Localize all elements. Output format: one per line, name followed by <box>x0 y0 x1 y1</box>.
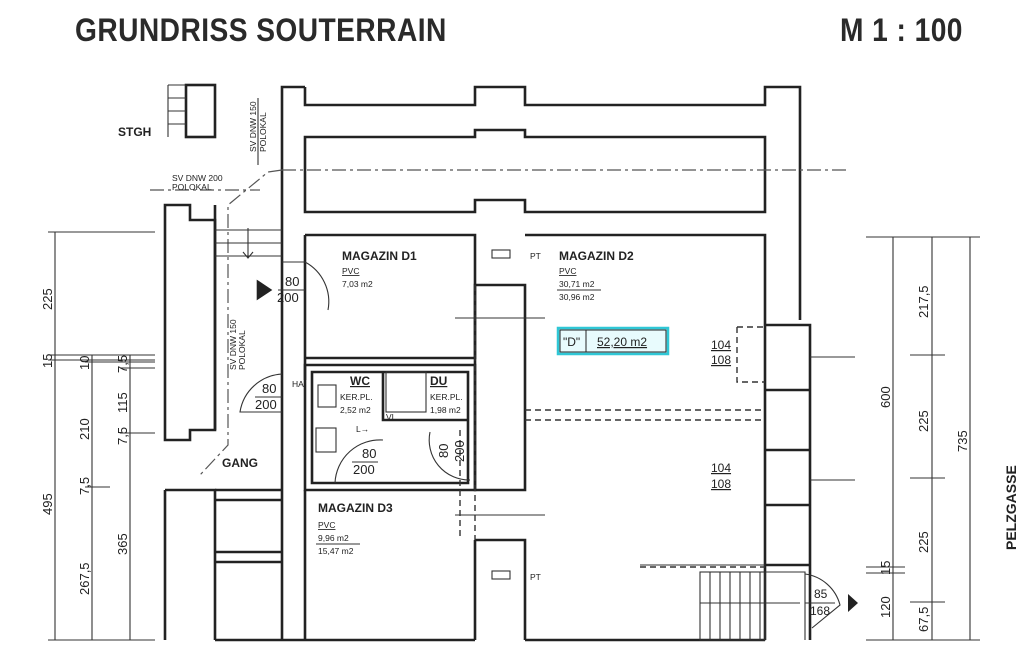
entry-stair <box>699 571 841 641</box>
plan-scale: M 1 : 100 <box>840 12 963 48</box>
street-label: PELZGASSE <box>1003 465 1019 550</box>
pipe-label-1b: POLOKAL <box>172 182 212 192</box>
label-ha: HA <box>292 379 304 389</box>
door-gang-height: 200 <box>255 397 277 412</box>
door-entry-width: 85 <box>814 587 828 601</box>
dim-right-735: 735 <box>955 430 970 452</box>
dim-right-67-5: 67,5 <box>916 607 931 632</box>
room-d1-name: MAGAZIN D1 <box>342 249 417 263</box>
door-gang[interactable]: 80 200 <box>239 373 283 413</box>
dim-left-7-5: 7,5 <box>77 477 92 495</box>
room-d3: MAGAZIN D3 PVC 9,96 m2 15,47 m2 <box>316 501 393 556</box>
plan-title: GRUNDRISS SOUTERRAIN <box>75 12 447 48</box>
room-d3-name: MAGAZIN D3 <box>318 501 393 515</box>
stair-arrow-icon <box>242 228 254 259</box>
label-vl: VL <box>386 412 397 422</box>
pipe-label-3b: POLOKAL <box>237 330 247 370</box>
label-l-arrow: L→ <box>356 424 369 434</box>
door-d1[interactable]: 80 200 <box>256 261 330 311</box>
label-stgh: STGH <box>118 125 151 139</box>
dim-left-225: 225 <box>40 288 55 310</box>
pipe-label-2: SV DNW 150 <box>248 101 258 152</box>
dim-right-120: 120 <box>878 596 893 618</box>
room-d2-area2: 30,96 m2 <box>559 292 595 302</box>
room-d1-area: 7,03 m2 <box>342 279 373 289</box>
room-d1-floor: PVC <box>342 266 359 276</box>
door-d3[interactable]: 80 200 <box>334 439 384 484</box>
room-wc-area: 2,52 m2 <box>340 405 371 415</box>
dim-left-15: 15 <box>40 354 55 368</box>
door-du-width: 80 <box>436 444 451 458</box>
window-1-width: 104 <box>711 338 731 352</box>
room-wc-name: WC <box>350 374 370 388</box>
stair-stgh <box>167 83 217 139</box>
room-du: DU KER.PL. 1,98 m2 <box>385 371 463 415</box>
window-2-height: 108 <box>711 477 731 491</box>
dim-left-495: 495 <box>40 493 55 515</box>
label-pt-bottom: PT <box>530 572 541 582</box>
dim-right-225-a: 225 <box>916 410 931 432</box>
room-d2-area: 30,71 m2 <box>559 279 595 289</box>
dim-right-225-b: 225 <box>916 531 931 553</box>
room-d3-area2: 15,47 m2 <box>318 546 354 556</box>
pipe-label-2b: POLOKAL <box>258 112 268 152</box>
label-gang: GANG <box>222 456 258 470</box>
room-du-name: DU <box>430 374 447 388</box>
dimensions-right: 600 15 120 217,5 225 225 67,5 735 <box>866 236 980 641</box>
dim-left-7-5-b: 7,5 <box>115 427 130 445</box>
label-pt-top: PT <box>530 251 541 261</box>
door-d3-width: 80 <box>362 446 376 461</box>
unit-area-box: "D" 52,20 m2 <box>556 326 670 356</box>
unit-area: 52,20 m2 <box>597 335 647 349</box>
room-d2: MAGAZIN D2 PVC 30,71 m2 30,96 m2 <box>557 249 634 302</box>
door-du-height: 200 <box>452 440 467 462</box>
dim-left-115: 115 <box>115 392 130 413</box>
door-du[interactable]: 80 200 <box>428 431 471 481</box>
room-wc-floor: KER.PL. <box>340 392 373 402</box>
dim-right-217-5: 217,5 <box>916 285 931 318</box>
pipe-line <box>199 169 850 476</box>
dim-left-7-5-a: 7,5 <box>115 355 130 373</box>
pipe-label-1: SV DNW 200 <box>172 173 223 183</box>
room-d1: MAGAZIN D1 PVC 7,03 m2 <box>342 249 417 289</box>
room-d2-floor: PVC <box>559 266 576 276</box>
room-wc: WC KER.PL. 2,52 m2 <box>315 374 373 453</box>
room-du-floor: KER.PL. <box>430 392 463 402</box>
door-gang-width: 80 <box>262 381 276 396</box>
unit-label: "D" <box>563 335 580 349</box>
room-d3-floor: PVC <box>318 520 335 530</box>
dimensions-left: 225 15 495 10 210 7,5 267,5 7,5 115 7,5 … <box>40 231 155 641</box>
door-d1-height: 200 <box>277 290 299 305</box>
window-2: 104 108 <box>711 461 731 491</box>
dim-left-210: 210 <box>77 418 92 440</box>
dim-left-267-5: 267,5 <box>77 562 92 595</box>
door-d3-height: 200 <box>353 462 375 477</box>
room-d2-name: MAGAZIN D2 <box>559 249 634 263</box>
door-entry[interactable]: 85 168 <box>805 587 858 618</box>
dim-right-600: 600 <box>878 386 893 408</box>
window-1-height: 108 <box>711 353 731 367</box>
dim-left-365: 365 <box>115 533 130 555</box>
door-entry-height: 168 <box>810 604 830 618</box>
room-d3-area: 9,96 m2 <box>318 533 349 543</box>
window-1: 104 108 <box>711 338 731 367</box>
dim-left-10: 10 <box>77 356 92 370</box>
window-2-width: 104 <box>711 461 731 475</box>
walls <box>163 85 812 642</box>
door-d1-width: 80 <box>285 274 299 289</box>
pipe-label-3: SV DNW 150 <box>228 319 238 370</box>
dim-right-15: 15 <box>878 561 893 575</box>
room-du-area: 1,98 m2 <box>430 405 461 415</box>
